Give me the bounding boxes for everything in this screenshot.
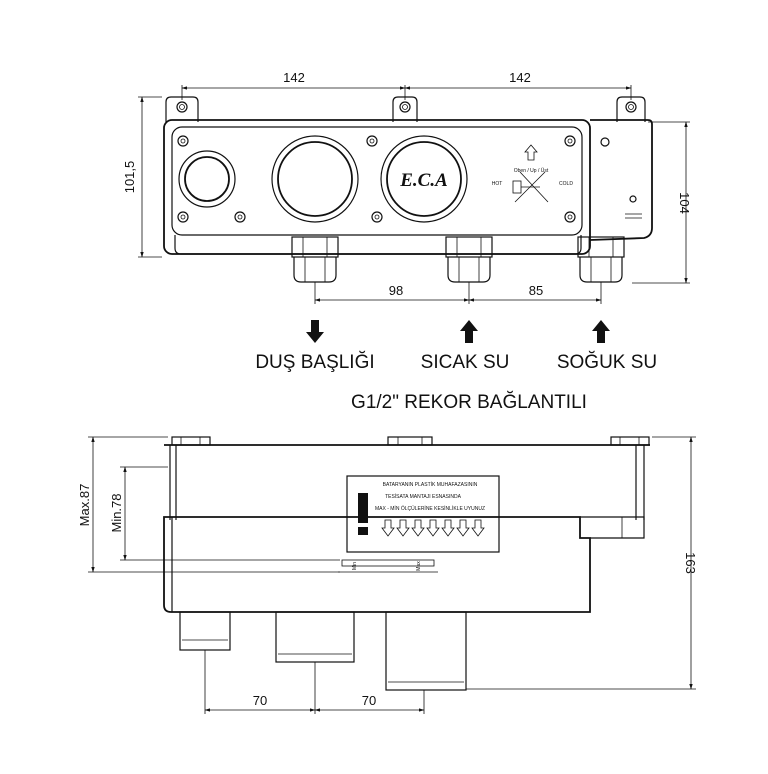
dim-height-right: 104: [677, 192, 692, 214]
bottom-fitting-left: [179, 611, 231, 651]
mounting-ear-right: [616, 96, 646, 122]
up-arrow-icon: [524, 144, 538, 161]
screw-icon: [366, 135, 378, 147]
screw-icon: [564, 135, 576, 147]
screw-icon: [369, 138, 375, 144]
up-arrow-icon: [460, 320, 478, 343]
gauge-min: Min: [352, 562, 358, 570]
outlet-fitting-shower: [291, 236, 339, 283]
screw-icon: [371, 211, 383, 223]
dim-max-depth: Max.87: [77, 484, 92, 527]
side-view: Min Max BATARYANIN PLASTİK MUHAFAZASININ…: [77, 436, 698, 714]
up-label: Oben / Up / Üst: [514, 167, 549, 174]
screw-icon: [567, 138, 573, 144]
warning-line-3: MAX - MİN ÖLÇÜLERİNE KESİNLİKLE UYUNUZ: [375, 505, 485, 512]
outlet-fitting-cold: [577, 236, 625, 283]
down-arrow-icon: [396, 519, 410, 537]
gauge-max: Max: [416, 561, 422, 571]
connection-label: G1/2" REKOR BAĞLANTILI: [351, 391, 587, 413]
down-arrow-icon: [441, 519, 455, 537]
up-arrow-icon: [592, 320, 610, 343]
screw-icon: [567, 214, 573, 220]
dim-spacing-a: 98: [389, 283, 403, 298]
down-arrow-icon: [426, 519, 440, 537]
valve-body: [163, 516, 591, 613]
brand-logo: E.C.A: [399, 170, 448, 191]
screw-icon: [177, 135, 189, 147]
mounting-tab: [610, 436, 650, 446]
exclamation-dot: [358, 527, 368, 535]
down-arrow-icon: [471, 519, 485, 537]
cross-line: [514, 171, 546, 203]
down-arrow-icon: [456, 519, 470, 537]
front-panel: [171, 126, 583, 236]
down-arrow-icon: [411, 519, 425, 537]
side-block-profile: [580, 516, 645, 539]
screw-icon: [600, 137, 610, 147]
warning-line-1: BATARYANIN PLASTİK MUHAFAZASININ: [383, 481, 478, 488]
screw-icon: [180, 214, 186, 220]
hot-label: HOT: [492, 181, 503, 187]
dim-bottom-b: 70: [362, 693, 376, 708]
housing-skirt: [174, 235, 582, 255]
mounting-tab: [171, 436, 211, 446]
mounting-ear-center: [392, 96, 418, 122]
screw-icon: [234, 211, 246, 223]
bottom-fitting-right: [385, 611, 467, 691]
logo-disc: E.C.A: [380, 135, 468, 223]
screw-icon: [180, 138, 186, 144]
bottom-fitting-center: [275, 611, 355, 663]
outlet-label-cold: SOĞUK SU: [557, 351, 657, 373]
dim-width-right: 142: [509, 70, 531, 85]
panel-screws: [177, 135, 576, 223]
central-cartridge: [271, 135, 359, 223]
screw-icon: [374, 214, 380, 220]
dim-width-left: 142: [283, 70, 305, 85]
screw-icon: [564, 211, 576, 223]
side-block: [589, 119, 653, 241]
cold-label: COLD: [559, 181, 573, 187]
exclamation-icon: [358, 493, 368, 523]
dim-bottom-a: 70: [253, 693, 267, 708]
top-view: 142 142 101,5 104: [122, 70, 692, 413]
outlet-label-shower: DUŞ BAŞLIĞI: [255, 351, 374, 373]
down-arrow-icon: [381, 519, 395, 537]
outlet-label-hot: SICAK SU: [421, 352, 510, 373]
screw-icon: [237, 214, 243, 220]
plaster-gauge: [341, 559, 435, 567]
mounting-tab: [387, 436, 433, 446]
orientation-legend: Oben / Up / Üst HOT COLD: [492, 144, 573, 203]
warning-line-2: TESİSATA MANTAJI ESNASINDA: [385, 493, 462, 500]
down-arrow-icon: [306, 320, 324, 343]
mounting-ear-left: [165, 96, 199, 122]
outlet-fitting-hot: [445, 236, 493, 283]
valve-icon: [512, 180, 522, 194]
dim-total-height: 163: [683, 552, 698, 574]
diverter-knob: [178, 150, 236, 208]
dim-spacing-b: 85: [529, 283, 543, 298]
screw-icon: [177, 211, 189, 223]
dim-height-left: 101,5: [122, 161, 137, 194]
cross-line: [519, 171, 549, 203]
screw-icon: [629, 195, 637, 203]
warning-arrows: [381, 519, 485, 537]
dim-min-depth: Min.78: [109, 493, 124, 532]
warning-label: BATARYANIN PLASTİK MUHAFAZASININ TESİSAT…: [346, 475, 500, 553]
